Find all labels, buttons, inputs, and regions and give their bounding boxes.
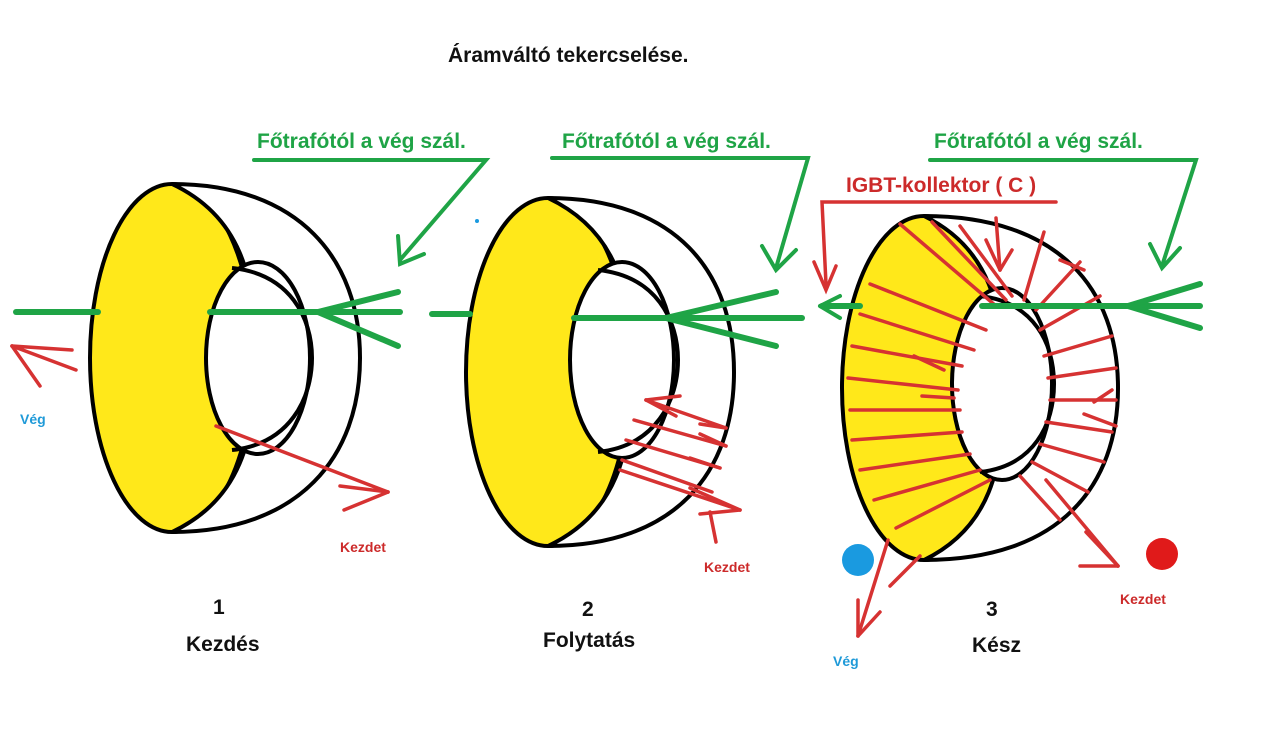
panel-1-green-label: Főtrafótól a vég szál. (257, 130, 466, 153)
panel-3-number: 3 (986, 598, 998, 621)
toroid-2-hole-rim (597, 268, 681, 454)
panel-3-start-label: Kezdet (1120, 591, 1166, 607)
toroid-1-hole (204, 260, 312, 456)
panel-2-green-label: Főtrafótól a vég szál. (562, 130, 771, 153)
panel-1-number: 1 (213, 596, 225, 619)
toroid-3-hole (950, 286, 1054, 482)
primary-wire-2 (429, 156, 811, 349)
primary-wire-3 (818, 158, 1203, 331)
winding-2 (618, 394, 742, 544)
panel-3-green-label: Főtrafótól a vég szál. (934, 130, 1143, 153)
winding-3 (812, 200, 1120, 638)
panel-2-number: 2 (582, 598, 594, 621)
winding-1 (10, 344, 390, 512)
panel-2-caption: Folytatás (543, 629, 636, 652)
panel-2-start-label: Kezdet (704, 559, 750, 575)
end-terminal-dot (842, 544, 874, 576)
panel-1-end-label: Vég (20, 411, 46, 427)
panel-1-start-label: Kezdet (340, 539, 386, 555)
toroid-3-hole-rim (979, 294, 1057, 474)
toroid-1 (88, 182, 363, 534)
panel-3-caption: Kész (972, 634, 1022, 657)
primary-wire-1 (13, 158, 491, 349)
toroid-2-hole (568, 260, 676, 460)
panel-3-end-label: Vég (833, 653, 859, 669)
stray-dot (475, 219, 479, 223)
toroid-1-hole-rim (231, 266, 315, 452)
collector-label: IGBT-kollektor ( C ) (846, 174, 1037, 197)
diagram-title: Áramváltó tekercselése. (448, 44, 689, 67)
start-terminal-dot (1146, 538, 1178, 570)
panel-1-caption: Kezdés (186, 633, 260, 656)
